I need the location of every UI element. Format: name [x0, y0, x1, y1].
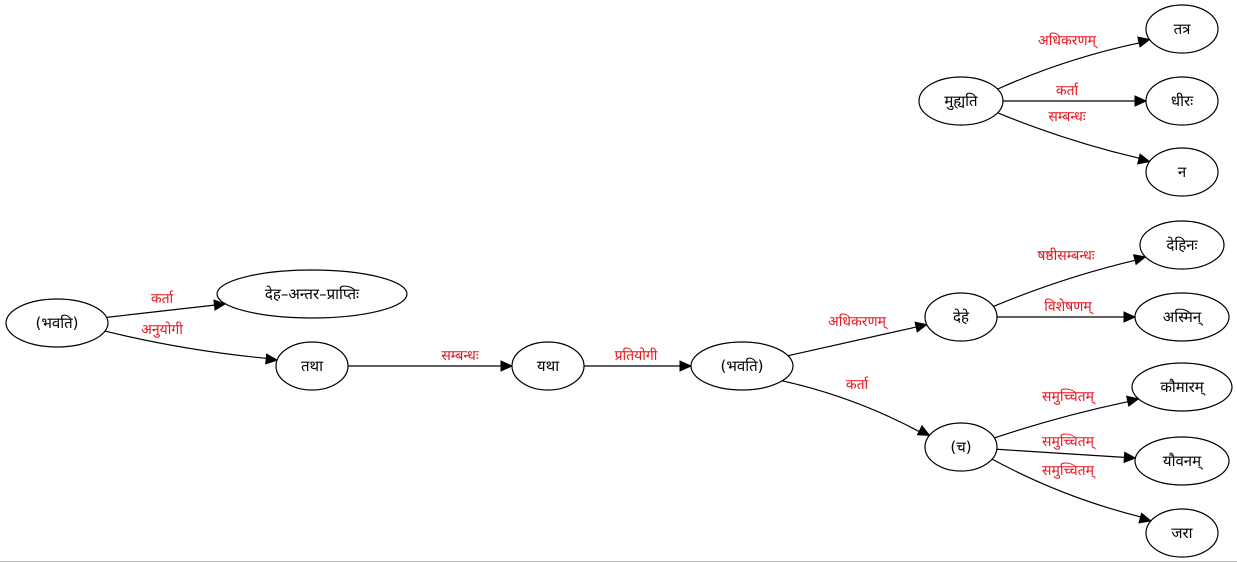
arrowhead-bhavati1-to-tatha [265, 353, 279, 365]
arrowhead-muhyati-to-na [1137, 153, 1151, 165]
node-muhyati: मुह्यति [918, 76, 1004, 126]
edge-label-ca-to-jara: समुच्चितम् [1042, 462, 1096, 479]
edge-ca-to-jara [991, 458, 1141, 518]
node-ellipse-dhirah [1145, 76, 1219, 126]
node-label-bhavati2: (भवति) [720, 357, 763, 375]
edge-label-muhyati-to-na: सम्बन्धः [1048, 109, 1086, 125]
node-ellipse-bhavati2 [690, 341, 794, 391]
node-deha: देह–अन्तर–प्राप्तिः [216, 269, 408, 319]
node-label-yauvanam: यौवनम् [1163, 452, 1203, 470]
edge-label-dehe-to-asmin: विशेषणम् [1044, 298, 1094, 315]
node-label-tatha: तथा [301, 357, 324, 375]
node-ellipse-ca [924, 422, 998, 472]
node-label-muhyati: मुह्यति [944, 92, 978, 111]
edge-label-ca-to-kaumaram: समुच्चितम् [1042, 388, 1096, 405]
node-ellipse-asmin [1134, 292, 1230, 342]
arrowhead-ca-to-jara [1138, 512, 1153, 524]
edge-labels-layer: कर्ता अनुयोगी सम्बन्धः प्रतियोगी अधिकरणम् कर्… [141, 32, 1098, 479]
node-label-dehe: देहे [953, 308, 970, 326]
arrowhead-bhavati2-to-dehe [914, 321, 929, 333]
arrowhead-tatha-to-yatha [500, 360, 514, 372]
edge-label-ca-to-yauvanam: समुच्चितम् [1042, 433, 1096, 450]
node-label-dhirah: धीरः [1171, 92, 1194, 110]
node-label-dehinah: देहिनः [1166, 236, 1198, 254]
node-dehe: देहे [924, 292, 998, 342]
nodes-layer: (भवति) देह–अन्तर–प्राप्तिः तथा यथा (भवति) देह… [5, 4, 1233, 558]
node-yauvanam: यौवनम् [1134, 436, 1230, 486]
node-tatha: तथा [275, 341, 349, 391]
node-ellipse-deha [216, 269, 408, 319]
edges-layer [104, 36, 1153, 524]
node-bhavati2: (भवति) [690, 341, 794, 391]
node-label-yatha: यथा [537, 357, 560, 375]
edge-muhyati-to-tatra [997, 42, 1140, 90]
arrowhead-ca-to-kaumaram [1126, 395, 1140, 407]
arrowhead-dehe-to-asmin [1123, 311, 1137, 323]
arrowhead-bhavati1-to-deha [213, 299, 227, 311]
node-ca: (च) [924, 422, 998, 472]
edge-label-muhyati-to-tatra: अधिकरणम् [1038, 32, 1098, 49]
node-dhirah: धीरः [1145, 76, 1219, 126]
edge-label-bhavati1-to-tatha: अनुयोगी [141, 321, 183, 338]
node-ellipse-kaumaram [1131, 362, 1233, 412]
arrowhead-dehe-to-dehinah [1132, 254, 1147, 266]
arrowhead-muhyati-to-tatra [1137, 36, 1151, 48]
node-ellipse-yatha [511, 341, 585, 391]
node-ellipse-bhavati1 [5, 298, 109, 348]
arrowhead-ca-to-yauvanam [1123, 451, 1137, 464]
node-bhavati1: (भवति) [5, 298, 109, 348]
edge-bhavati1-to-tatha [104, 330, 267, 359]
arrowhead-bhavati2-to-ca [916, 424, 931, 436]
node-ellipse-dehinah [1139, 220, 1225, 270]
edge-label-bhavati2-to-ca: कर्ता [846, 376, 869, 393]
edge-bhavati2-to-ca [781, 380, 920, 433]
node-label-asmin: अस्मिन् [1163, 308, 1203, 326]
arrowhead-muhyati-to-dhirah [1134, 95, 1148, 107]
edge-label-muhyati-to-dhirah: कर्ता [1056, 82, 1079, 99]
node-ellipse-muhyati [918, 76, 1004, 126]
node-ellipse-jara [1145, 508, 1219, 558]
edge-label-dehe-to-dehinah: षष्ठीसम्बन्धः [1037, 247, 1095, 264]
node-label-deha: देह–अन्तर–प्राप्तिः [265, 285, 360, 303]
edge-label-bhavati1-to-deha: कर्ता [151, 290, 174, 307]
node-ellipse-tatra [1145, 4, 1219, 54]
node-ellipse-tatha [275, 341, 349, 391]
node-label-bhavati1: (भवति) [35, 314, 78, 332]
node-ellipse-dehe [924, 292, 998, 342]
edge-ca-to-kaumaram [994, 401, 1128, 439]
node-label-ca: (च) [950, 438, 971, 456]
node-ellipse-na [1145, 147, 1219, 197]
edge-label-tatha-to-yatha: सम्बन्धः [441, 348, 479, 364]
node-ellipse-yauvanam [1134, 436, 1230, 486]
node-label-kaumaram: कौमारम् [1160, 378, 1205, 396]
edge-muhyati-to-na [997, 112, 1140, 159]
edge-label-bhavati2-to-dehe: अधिकरणम् [828, 313, 888, 330]
node-yatha: यथा [511, 341, 585, 391]
edge-bhavati2-to-dehe [787, 326, 917, 357]
edge-dehe-to-dehinah [993, 259, 1136, 308]
bottom-border [0, 561, 1237, 562]
node-label-tatra: तत्र [1174, 20, 1192, 38]
node-tatra: तत्र [1145, 4, 1219, 54]
node-dehinah: देहिनः [1139, 220, 1225, 270]
arrowhead-yatha-to-bhavati2 [679, 360, 693, 372]
node-jara: जरा [1145, 508, 1219, 558]
node-kaumaram: कौमारम् [1131, 362, 1233, 412]
node-label-na: न [1178, 163, 1187, 181]
edge-ca-to-yauvanam [996, 448, 1125, 458]
node-label-jara: जरा [1171, 524, 1193, 542]
node-na: न [1145, 147, 1219, 197]
edge-label-yatha-to-bhavati2: प्रतियोगी [615, 347, 658, 364]
node-asmin: अस्मिन् [1134, 292, 1230, 342]
edge-bhavati1-to-deha [106, 304, 215, 318]
